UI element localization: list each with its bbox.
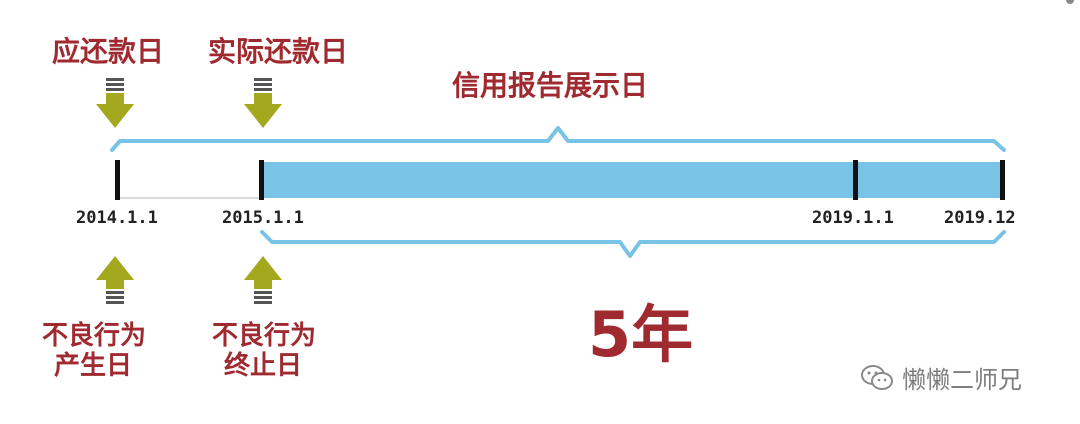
date-label: 2019.12 <box>944 208 1016 228</box>
bad-record-start-line2: 产生日 <box>54 350 133 381</box>
tick-2019-1 <box>853 160 858 200</box>
up-arrow-icon <box>244 256 282 304</box>
bad-record-end-label: 不良行为 终止日 <box>212 321 317 382</box>
tick-2019-12 <box>1000 160 1005 200</box>
due-date-label: 应还款日 <box>52 35 165 68</box>
date-label: 2019.1.1 <box>812 208 894 228</box>
bottom-brace <box>260 230 1006 258</box>
tick-2014 <box>115 160 120 200</box>
credit-report-display-label: 信用报告展示日 <box>452 69 649 102</box>
down-arrow-icon <box>244 78 282 128</box>
date-label: 2014.1.1 <box>76 208 158 228</box>
bad-record-end-line1: 不良行为 <box>212 321 317 351</box>
down-arrow-icon <box>96 78 134 128</box>
tick-2015 <box>259 160 264 200</box>
watermark-text: 懒懒二师兄 <box>902 366 1022 394</box>
display-period-bar <box>262 162 1003 198</box>
bad-record-start-line1: 不良行为 <box>42 321 147 351</box>
top-brace <box>110 126 1006 152</box>
watermark: 懒懒二师兄 <box>860 360 1022 395</box>
bad-record-end-line2: 终止日 <box>224 350 303 381</box>
wechat-icon <box>861 364 893 390</box>
bad-record-start-label: 不良行为 产生日 <box>42 321 147 382</box>
five-years-label: 5年 <box>588 298 694 371</box>
up-arrow-icon <box>96 256 134 304</box>
actual-repay-date-label: 实际还款日 <box>208 35 349 68</box>
date-label: 2015.1.1 <box>222 208 304 228</box>
corner-mark <box>1066 0 1074 4</box>
